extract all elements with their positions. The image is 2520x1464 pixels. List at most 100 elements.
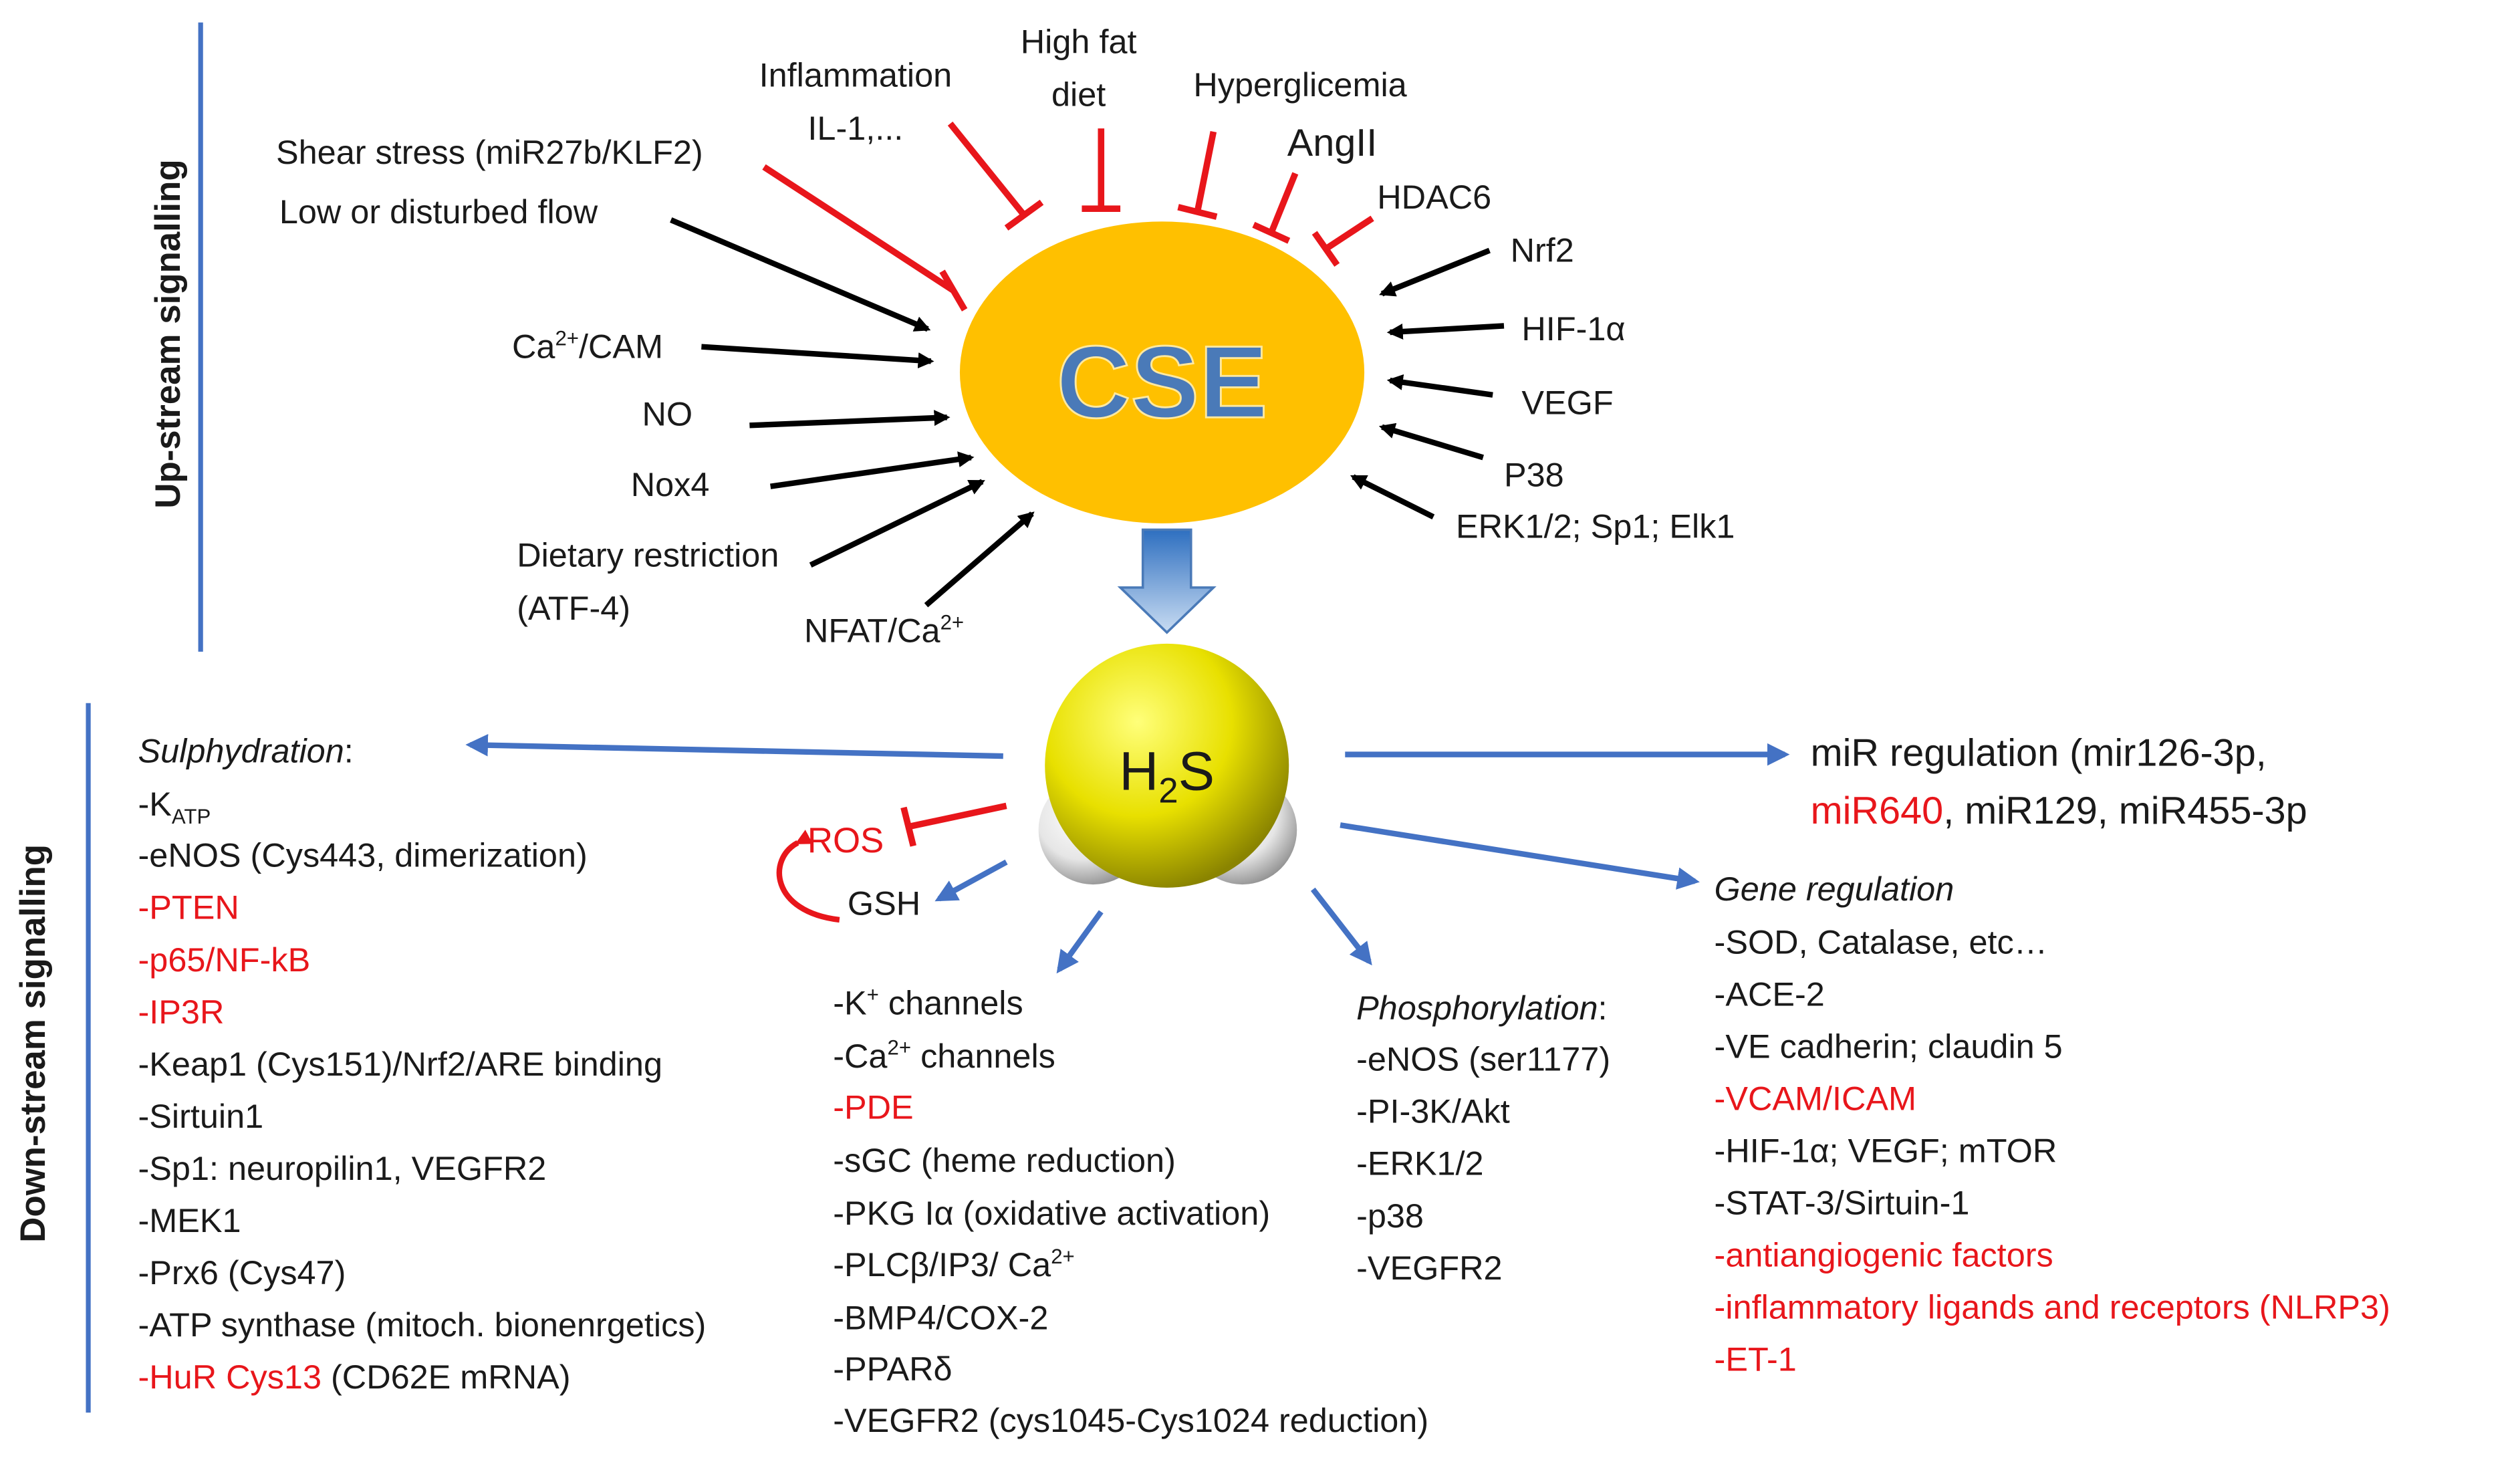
dietary-label: Dietary restriction bbox=[517, 536, 779, 574]
channels-ca: -Ca2+ channels bbox=[833, 1036, 1055, 1075]
sulphydration-heading: Sulphydration: bbox=[138, 732, 354, 770]
sulphydration-list: -eNOS (Cys443, dimerization) -PTEN -p65/NF… bbox=[138, 836, 707, 1344]
gene-regulation-item: -SOD, Catalase, etc… bbox=[1715, 923, 2048, 961]
erk-label: ERK1/2; Sp1; Elk1 bbox=[1456, 507, 1735, 545]
phosphorylation-item: -PI-3K/Akt bbox=[1356, 1092, 1510, 1130]
gene-regulation-list: -SOD, Catalase, etc… -ACE-2 -VE cadherin; … bbox=[1715, 923, 2390, 1378]
low-flow-label: Low or disturbed flow bbox=[279, 193, 598, 231]
phosphorylation-arrow bbox=[1310, 887, 1372, 966]
hif-label: HIF-1α bbox=[1521, 310, 1625, 348]
gene-regulation-item: -HIF-1α; VEGF; mTOR bbox=[1715, 1132, 2057, 1170]
vegf-label: VEGF bbox=[1521, 384, 1613, 422]
sulphydration-item: -p65/NF-kB bbox=[138, 941, 311, 979]
sulphydration-item-hur: -HuR Cys13 (CD62E mRNA) bbox=[138, 1358, 571, 1396]
channels-vegfr2: -VEGFR2 (cys1045-Cys1024 reduction) bbox=[833, 1401, 1428, 1439]
ca-cam-label: Ca2+/CAM bbox=[512, 326, 663, 365]
angII-tbar bbox=[1252, 221, 1291, 244]
gsh-label: GSH bbox=[848, 884, 920, 923]
gene-regulation-item: -inflammatory ligands and receptors (NLR… bbox=[1715, 1288, 2390, 1326]
channels-k: -K+ channels bbox=[833, 983, 1023, 1021]
gene-regulation-item: -VE cadherin; claudin 5 bbox=[1715, 1027, 2063, 1065]
phosphorylation-heading: Phosphorylation: bbox=[1356, 989, 1608, 1027]
channels-bmp4: -BMP4/COX-2 bbox=[833, 1298, 1048, 1336]
ca-cam-arrow bbox=[701, 344, 934, 369]
gsh-ros-cycle-arrow bbox=[776, 830, 840, 923]
nfat-arrow bbox=[924, 511, 1035, 608]
shear-stress-inhibition bbox=[762, 164, 955, 293]
hdac6-inhibition bbox=[1324, 215, 1374, 252]
inflammation-inhibition bbox=[947, 121, 1027, 217]
h2s-ros-inhibition bbox=[908, 802, 1007, 830]
channels-pde: -PDE bbox=[833, 1088, 913, 1126]
h2s-label: H2S bbox=[1119, 741, 1215, 810]
shear-stress-label: Shear stress (miR27b/KLF2) bbox=[276, 133, 703, 171]
sulphydration-arrow bbox=[465, 733, 1003, 759]
sulphydration-item: -PTEN bbox=[138, 888, 239, 927]
il1-label: IL-1,... bbox=[807, 109, 903, 147]
nox4-arrow bbox=[770, 451, 975, 489]
gene-regulation-item: -ACE-2 bbox=[1715, 975, 1825, 1013]
sulphydration-item: -IP3R bbox=[138, 993, 225, 1031]
channels-plc: -PLCβ/IP3/ Ca2+ bbox=[833, 1245, 1075, 1284]
phosphorylation-item: -VEGFR2 bbox=[1356, 1249, 1502, 1287]
sulphydration-item: -eNOS (Cys443, dimerization) bbox=[138, 836, 588, 874]
atf4-label: (ATF-4) bbox=[517, 589, 630, 627]
channels-sgc: -sGC (heme reduction) bbox=[833, 1141, 1176, 1179]
phosphorylation-list: -eNOS (ser1177) -PI-3K/Akt -ERK1/2 -p38 -VEG… bbox=[1356, 1040, 1610, 1287]
gsh-arrow bbox=[934, 859, 1008, 902]
phosphorylation-item: -p38 bbox=[1356, 1197, 1424, 1235]
hyperglicemia-tbar bbox=[1177, 204, 1218, 220]
ros-tbar bbox=[900, 806, 916, 847]
vegf-arrow bbox=[1386, 374, 1493, 398]
angII-inhibition bbox=[1268, 172, 1299, 235]
p38-arrow bbox=[1378, 422, 1484, 461]
upstream-inhibitors bbox=[762, 121, 1374, 312]
sulphydration-katp: -KATP bbox=[138, 785, 211, 828]
downstream-arrows bbox=[465, 733, 1790, 974]
cse-node bbox=[959, 221, 1365, 523]
cse-label: CSE bbox=[1057, 324, 1268, 439]
inflammation-tbar bbox=[1004, 199, 1044, 231]
phosphorylation-item: -ERK1/2 bbox=[1356, 1144, 1484, 1183]
gene-regulation-heading: Gene regulation bbox=[1715, 870, 1955, 908]
ros-label: ROS bbox=[807, 821, 884, 860]
upstream-label: Up-stream signalling bbox=[148, 159, 188, 508]
gene-regulation-arrow bbox=[1340, 822, 1700, 890]
dietary-arrow bbox=[809, 479, 985, 568]
nfat-label: NFAT/Ca2+ bbox=[804, 610, 964, 649]
gene-regulation-item: -antiangiogenic factors bbox=[1715, 1236, 2053, 1274]
nox4-label: Nox4 bbox=[631, 465, 710, 503]
shear-stress-tbar bbox=[939, 269, 968, 312]
hyperglicemia-label: Hyperglicemia bbox=[1193, 66, 1407, 104]
mir-regulation-line2: miR640, miR129, miR455-3p bbox=[1811, 789, 2307, 832]
gene-regulation-item: -ET-1 bbox=[1715, 1340, 1797, 1378]
phosphorylation-item: -eNOS (ser1177) bbox=[1356, 1040, 1610, 1078]
angII-label: AngII bbox=[1287, 122, 1378, 164]
low-flow-arrow bbox=[670, 217, 931, 332]
sulfur-atom bbox=[1045, 643, 1289, 888]
nrf2-arrow bbox=[1379, 247, 1491, 297]
sulphydration-item: -Prx6 (Cys47) bbox=[138, 1253, 346, 1292]
p38-label: P38 bbox=[1504, 456, 1564, 494]
cse-to-h2s-arrow bbox=[1117, 528, 1217, 634]
no-arrow bbox=[749, 410, 951, 429]
channels-ppar: -PPARδ bbox=[833, 1350, 952, 1388]
hyperglicemia-inhibition bbox=[1194, 130, 1217, 213]
hdac6-tbar bbox=[1311, 231, 1340, 267]
sulphydration-item: -MEK1 bbox=[138, 1201, 241, 1239]
hdac6-label: HDAC6 bbox=[1377, 178, 1491, 216]
channels-pkg: -PKG Iα (oxidative activation) bbox=[833, 1194, 1270, 1232]
erk-arrow bbox=[1350, 474, 1435, 519]
sulphydration-item: -Sp1: neuropilin1, VEGFR2 bbox=[138, 1149, 547, 1187]
upstream-activators bbox=[670, 217, 1505, 608]
channels-arrow bbox=[1056, 910, 1104, 974]
no-label: NO bbox=[642, 394, 693, 433]
diet-label: diet bbox=[1051, 76, 1106, 114]
mir-regulation-line1: miR regulation (mir126-3p, bbox=[1811, 731, 2267, 774]
sulphydration-item: -Keap1 (Cys151)/Nrf2/ARE binding bbox=[138, 1045, 662, 1083]
inflammation-label: Inflammation bbox=[759, 56, 953, 94]
sulphydration-item: -Sirtuin1 bbox=[138, 1097, 264, 1135]
downstream-label: Down-stream signalling bbox=[13, 844, 53, 1243]
